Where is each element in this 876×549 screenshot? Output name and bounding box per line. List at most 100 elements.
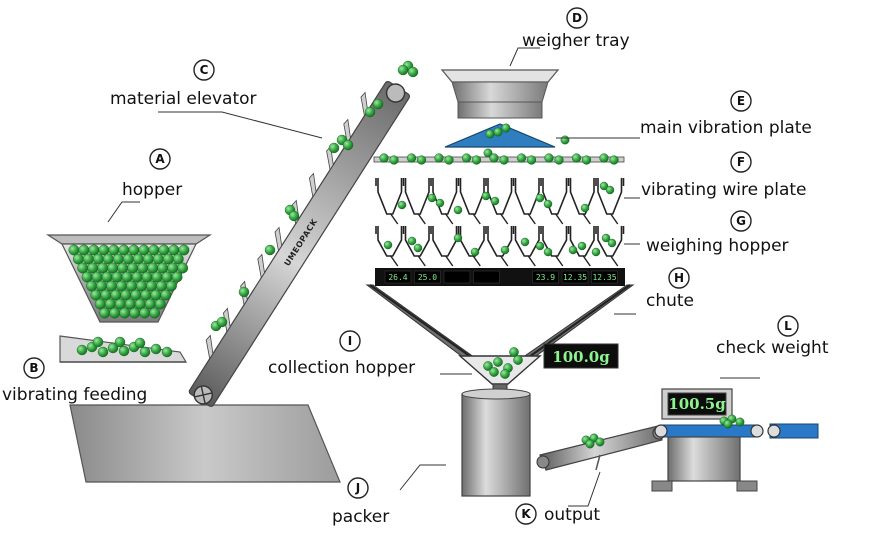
label-material-elevator: C material elevator bbox=[110, 59, 257, 109]
label-collection-hopper-text: collection hopper bbox=[268, 358, 415, 378]
label-vibrating-feeding-text: vibrating feeding bbox=[2, 385, 147, 405]
label-output: K output bbox=[515, 503, 600, 525]
wire-plate-bucket bbox=[487, 178, 513, 215]
label-weigher-tray-text: weigher tray bbox=[522, 31, 630, 51]
output-product bbox=[581, 433, 605, 449]
product-ball bbox=[97, 346, 109, 358]
product-ball bbox=[81, 271, 93, 283]
product-ball bbox=[87, 262, 99, 274]
product-ball bbox=[216, 316, 228, 328]
product-ball bbox=[90, 289, 102, 301]
product-ball bbox=[554, 155, 564, 165]
letter-B: B bbox=[29, 361, 38, 375]
product-ball bbox=[100, 289, 112, 301]
weigher-tray bbox=[440, 69, 560, 119]
weigh-display-cell bbox=[532, 270, 559, 284]
weigh-display-value: 12.35 bbox=[592, 273, 616, 282]
product-ball bbox=[142, 253, 154, 265]
label-vibrating-feeding: B vibrating feeding bbox=[2, 357, 147, 405]
packer-machine bbox=[461, 388, 531, 497]
weigh-display-cell bbox=[561, 270, 589, 284]
product-ball bbox=[122, 253, 134, 265]
product-ball bbox=[599, 181, 609, 191]
weighing-hopper-bucket bbox=[432, 226, 458, 257]
label-hopper-text: hopper bbox=[122, 180, 182, 200]
product-ball bbox=[151, 271, 163, 283]
product-ball bbox=[156, 280, 167, 292]
label-weighing-hopper-text: weighing hopper bbox=[646, 236, 789, 256]
product-ball bbox=[526, 155, 537, 165]
product-ball bbox=[150, 343, 162, 355]
letter-J: J bbox=[355, 481, 360, 495]
product-ball bbox=[97, 262, 109, 274]
product-ball bbox=[397, 64, 409, 76]
product-ball bbox=[107, 262, 119, 274]
product-ball bbox=[493, 127, 503, 137]
label-collection-hopper: I collection hopper bbox=[268, 330, 415, 378]
product-ball bbox=[158, 244, 170, 256]
label-vibrating-wire-plate-text: vibrating wire plate bbox=[641, 180, 807, 200]
label-material-elevator-text: material elevator bbox=[110, 89, 257, 109]
product-ball bbox=[581, 155, 592, 165]
product-ball bbox=[76, 344, 88, 356]
wire-plate-bucket bbox=[377, 178, 403, 215]
product-ball bbox=[516, 153, 527, 163]
product-ball bbox=[86, 280, 97, 292]
product-ball bbox=[72, 253, 84, 265]
letter-C: C bbox=[200, 63, 209, 77]
product-ball bbox=[489, 153, 499, 163]
product-ball bbox=[543, 247, 553, 257]
product-ball bbox=[152, 253, 164, 265]
letter-L: L bbox=[784, 319, 792, 333]
product-ball bbox=[499, 155, 509, 165]
elevator-product bbox=[210, 60, 419, 332]
label-check-weight-text: check weight bbox=[716, 338, 829, 358]
letter-D: D bbox=[572, 11, 582, 25]
wire-plate-bucket bbox=[542, 178, 568, 215]
product-ball bbox=[137, 262, 149, 274]
product-ball bbox=[470, 247, 480, 257]
label-main-vibration-plate-text: main vibration plate bbox=[640, 118, 812, 138]
product-ball bbox=[453, 233, 463, 243]
product-ball bbox=[609, 155, 619, 165]
product-ball bbox=[161, 271, 173, 283]
wire-plate-bucket bbox=[404, 178, 430, 215]
weigh-display-cell bbox=[473, 270, 500, 284]
product-ball bbox=[453, 205, 463, 215]
product-ball bbox=[124, 298, 136, 310]
label-weighing-hopper: G weighing hopper bbox=[646, 210, 789, 256]
product-ball bbox=[171, 271, 183, 283]
product-ball bbox=[116, 280, 127, 292]
product-ball bbox=[148, 244, 160, 256]
product-ball bbox=[493, 357, 503, 367]
wire-plate-bucket bbox=[597, 178, 623, 215]
product-ball bbox=[118, 244, 130, 256]
product-ball bbox=[485, 129, 495, 139]
product-ball bbox=[372, 98, 384, 110]
letter-E: E bbox=[737, 94, 745, 108]
product-ball bbox=[110, 289, 122, 301]
leader-lines bbox=[107, 47, 760, 507]
product-ball bbox=[139, 346, 151, 358]
product-ball bbox=[723, 419, 733, 429]
elevator-platform bbox=[69, 404, 341, 483]
output-conveyor bbox=[536, 425, 666, 471]
product-ball bbox=[238, 286, 250, 298]
label-vibrating-wire-plate: F vibrating wire plate bbox=[641, 151, 807, 200]
wire-plate-bucket bbox=[514, 178, 540, 215]
product-ball bbox=[560, 135, 570, 145]
weigh-display-cell bbox=[443, 270, 471, 284]
product-ball bbox=[118, 345, 130, 357]
product-ball bbox=[342, 139, 354, 151]
check-weigher-product bbox=[719, 414, 745, 429]
feeder-product bbox=[76, 336, 173, 358]
product-ball bbox=[389, 155, 399, 165]
product-ball bbox=[162, 253, 174, 265]
product-ball bbox=[168, 244, 180, 256]
check-weigher bbox=[651, 388, 819, 492]
label-check-weight: L check weight bbox=[716, 315, 829, 358]
product-ball bbox=[364, 106, 376, 118]
product-ball bbox=[599, 153, 609, 163]
product-ball bbox=[82, 253, 94, 265]
product-ball bbox=[147, 262, 159, 274]
